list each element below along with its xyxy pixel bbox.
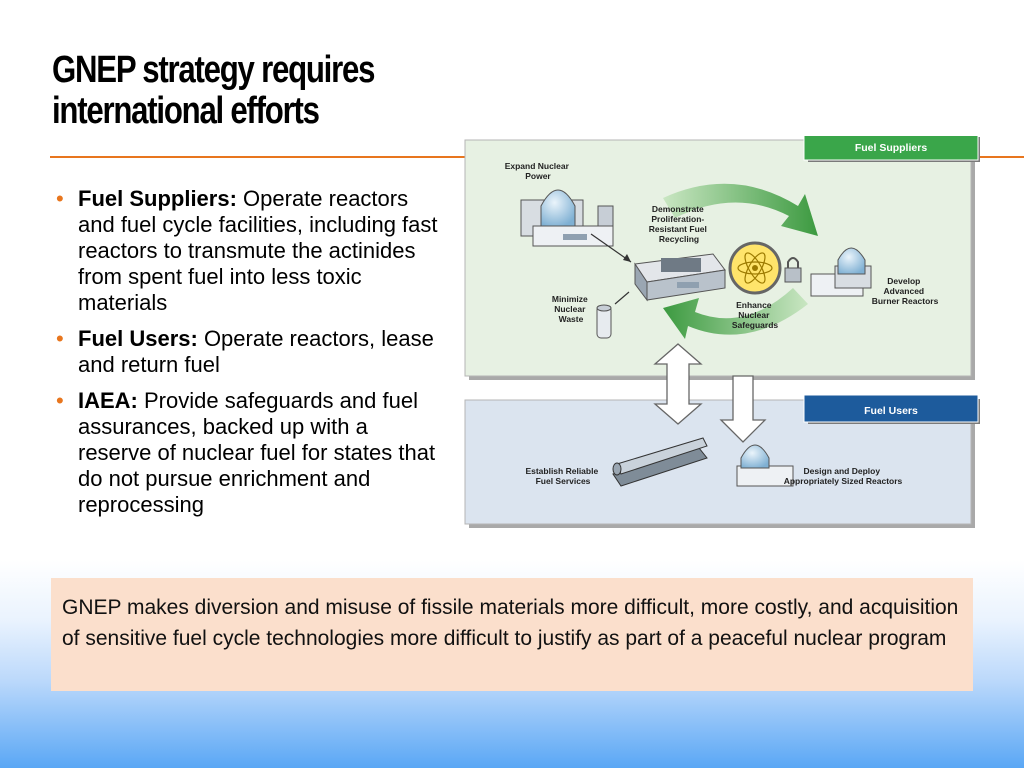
label-line: Enhance <box>736 300 772 310</box>
callout-box: GNEP makes diversion and misuse of fissi… <box>51 578 973 691</box>
bullet-text: Operate reactors and fuel cycle faciliti… <box>78 186 438 315</box>
label-line: Expand Nuclear <box>505 161 570 171</box>
recycling-plant-icon <box>634 253 726 302</box>
label-line: Minimize <box>552 294 588 304</box>
label-develop-burner: Develop Advanced Burner Reactors <box>872 276 939 306</box>
double-arrow <box>653 343 703 425</box>
title-line-1: GNEP strategy requires <box>52 49 375 91</box>
bullet-list: • Fuel Suppliers: Operate reactors and f… <box>56 186 446 528</box>
label-line: Waste <box>559 314 584 324</box>
fuel-suppliers-label: Fuel Suppliers <box>855 142 928 154</box>
bullet-fuel-suppliers: • Fuel Suppliers: Operate reactors and f… <box>56 186 446 316</box>
bullet-term: Fuel Users: <box>78 326 198 351</box>
label-line: Appropriately Sized Reactors <box>784 476 903 486</box>
burner-reactor-icon <box>810 247 872 297</box>
label-line: Advanced <box>884 286 925 296</box>
down-arrow <box>719 375 767 443</box>
gnep-diagram: Fuel Suppliers Fuel Users <box>463 136 983 528</box>
bullet-fuel-users: • Fuel Users: Operate reactors, lease an… <box>56 326 446 378</box>
fuel-suppliers-header: Fuel Suppliers <box>803 136 980 162</box>
label-line: Develop <box>887 276 920 286</box>
label-line: Establish Reliable <box>525 466 598 476</box>
title-underline <box>50 156 466 158</box>
bullet-iaea: • IAEA: Provide safeguards and fuel assu… <box>56 388 446 518</box>
label-line: Burner Reactors <box>872 296 939 306</box>
label-line: Safeguards <box>732 320 779 330</box>
fuel-users-header: Fuel Users <box>803 394 980 424</box>
waste-canister-icon <box>596 304 612 339</box>
label-design-deploy: Design and Deploy Appropriately Sized Re… <box>784 466 903 486</box>
label-line: Recycling <box>659 234 699 244</box>
label-demonstrate: Demonstrate Proliferation- Resistant Fue… <box>649 204 709 244</box>
label-line: Design and Deploy <box>804 466 881 476</box>
cycle-arrow-bottom <box>663 288 808 339</box>
label-enhance-safeguards: Enhance Nuclear Safeguards <box>732 300 779 330</box>
label-line: Nuclear <box>738 310 770 320</box>
fuel-users-panel <box>464 399 975 528</box>
fuel-suppliers-panel <box>464 139 975 380</box>
bullet-term: Fuel Suppliers: <box>78 186 237 211</box>
label-line: Nuclear <box>554 304 586 314</box>
pointer-arrow <box>614 291 630 305</box>
bullet-dot: • <box>56 186 64 211</box>
title-underline-right <box>975 156 1024 158</box>
label-expand-nuclear-power: Expand Nuclear Power <box>505 161 572 181</box>
fuel-rod-bundle-icon <box>612 437 708 487</box>
label-line: Power <box>525 171 551 181</box>
label-minimize-waste: Minimize Nuclear Waste <box>552 294 590 324</box>
bullet-text: Provide safeguards and fuel assurances, … <box>78 388 436 517</box>
label-line: Demonstrate <box>652 204 704 214</box>
atom-safeguards-icon <box>728 241 802 295</box>
small-reactor-icon <box>736 444 794 487</box>
cycle-arrow-top <box>663 183 818 236</box>
title-line-2: international efforts <box>52 90 320 132</box>
label-line: Resistant Fuel <box>649 224 707 234</box>
pointer-arrow <box>590 233 632 263</box>
reactor-building-icon <box>520 189 614 247</box>
fuel-users-label: Fuel Users <box>864 405 918 417</box>
bullet-dot: • <box>56 388 64 413</box>
slide-title: GNEP strategy requires international eff… <box>52 50 478 132</box>
label-establish-fuel-services: Establish Reliable Fuel Services <box>525 466 600 486</box>
callout-text: GNEP makes diversion and misuse of fissi… <box>62 596 959 650</box>
label-line: Fuel Services <box>536 476 591 486</box>
bullet-text: Operate reactors, lease and return fuel <box>78 326 434 377</box>
pointer-arrow-head <box>623 254 631 262</box>
label-line: Proliferation- <box>651 214 704 224</box>
bullet-term: IAEA: <box>78 388 138 413</box>
bullet-dot: • <box>56 326 64 351</box>
